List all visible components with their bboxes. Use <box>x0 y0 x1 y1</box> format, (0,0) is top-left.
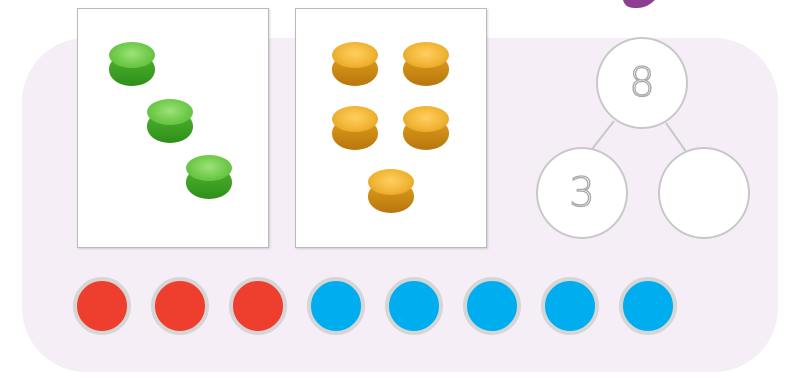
gold-counter <box>403 106 449 150</box>
blue-counter-dot[interactable] <box>541 277 599 335</box>
red-counter-dot[interactable] <box>73 277 131 335</box>
blue-counter-dot[interactable] <box>307 277 365 335</box>
bond-whole-value: 8 <box>629 60 654 106</box>
green-counter <box>186 155 232 199</box>
green-counter <box>147 99 193 143</box>
red-counter-dot[interactable] <box>151 277 209 335</box>
blue-counter-dot[interactable] <box>619 277 677 335</box>
blue-counter-dot[interactable] <box>385 277 443 335</box>
bond-whole-circle[interactable]: 8 <box>596 37 688 129</box>
green-counter <box>109 42 155 86</box>
red-counter-dot[interactable] <box>229 277 287 335</box>
bond-part-b-circle[interactable] <box>658 147 750 239</box>
blue-counter-dot[interactable] <box>463 277 521 335</box>
gold-counter <box>332 106 378 150</box>
gold-counter <box>368 169 414 213</box>
bond-part-a-value: 3 <box>569 170 594 216</box>
gold-counter <box>403 42 449 86</box>
bond-part-a-circle[interactable]: 3 <box>536 147 628 239</box>
corner-tab <box>618 0 662 8</box>
gold-counter <box>332 42 378 86</box>
